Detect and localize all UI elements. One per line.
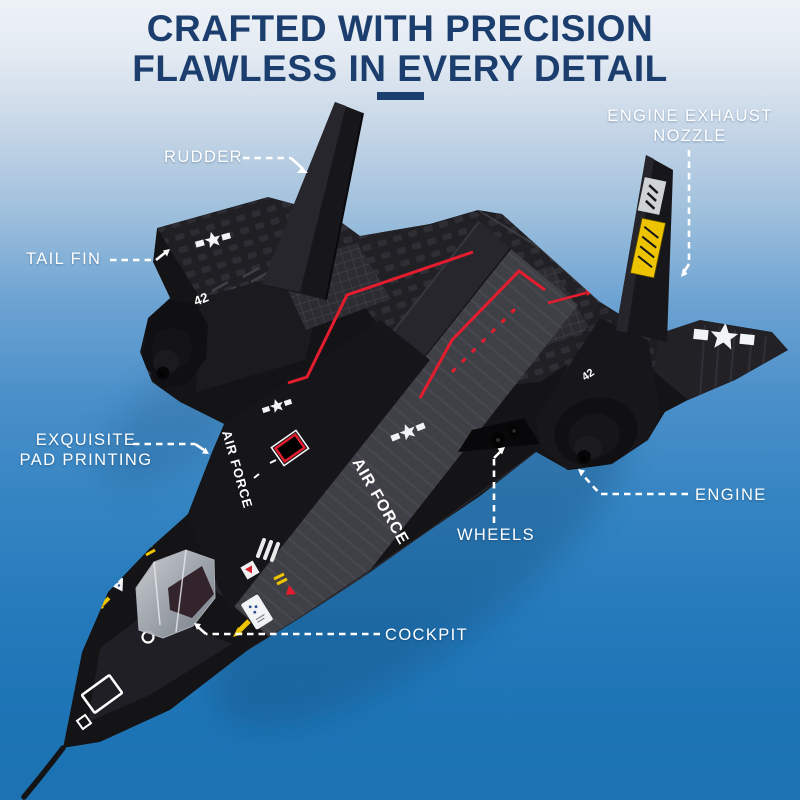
landing-gear-wheels: [458, 418, 540, 452]
headline: CRAFTED WITH PRECISION FLAWLESS IN EVERY…: [0, 9, 800, 89]
left-chine-band: [186, 320, 430, 612]
engine-leader-line: [580, 472, 688, 496]
instrument-panel-sticker: [241, 594, 273, 630]
callout-engine-label: ENGINE: [695, 486, 767, 504]
right-vertical-stabilizer: [616, 155, 673, 342]
nose-prints: [75, 459, 277, 731]
callout-engine-exhaust-nozzle-label: ENGINE EXHAUST NOZZLE: [607, 107, 773, 146]
tail-code-print-left: 42: [192, 289, 211, 308]
callout-exquisite-pad-printing-label: EXQUISITE PAD PRINTING: [19, 431, 153, 470]
fin-id-sticker: [637, 177, 667, 215]
callout-cockpit-label: COCKPIT: [385, 626, 469, 644]
red-arrow-decal-small: [286, 585, 296, 595]
cockpit-canopy: [135, 549, 216, 639]
left-vertical-stabilizer: [262, 102, 364, 301]
warning-sticker-yellow: [629, 217, 667, 279]
tail-code-print-right: 42: [580, 367, 597, 384]
white-stripe-bricks: [256, 538, 280, 562]
callout-leader-lines: [110, 150, 691, 636]
callout-rudder-label: RUDDER: [164, 148, 243, 166]
warning-triangle-sticker: [240, 560, 260, 580]
headline-underline-bar: [377, 92, 424, 100]
red-stripe-decals: [287, 250, 587, 399]
headline-line-2: FLAWLESS IN EVERY DETAIL: [132, 47, 668, 89]
pitot-probe: [21, 745, 66, 800]
callout-arrowheads: [163, 167, 688, 630]
callout-wheels-label: WHEELS: [456, 526, 536, 544]
red-framed-print: [270, 429, 310, 467]
right-fuselage-band: [230, 249, 578, 662]
headline-line-1: CRAFTED WITH PRECISION: [146, 8, 654, 49]
red-tick-decal: [121, 550, 133, 559]
nose-ridge: [88, 610, 232, 722]
callout-tail-fin-label: TAIL FIN: [26, 250, 102, 268]
